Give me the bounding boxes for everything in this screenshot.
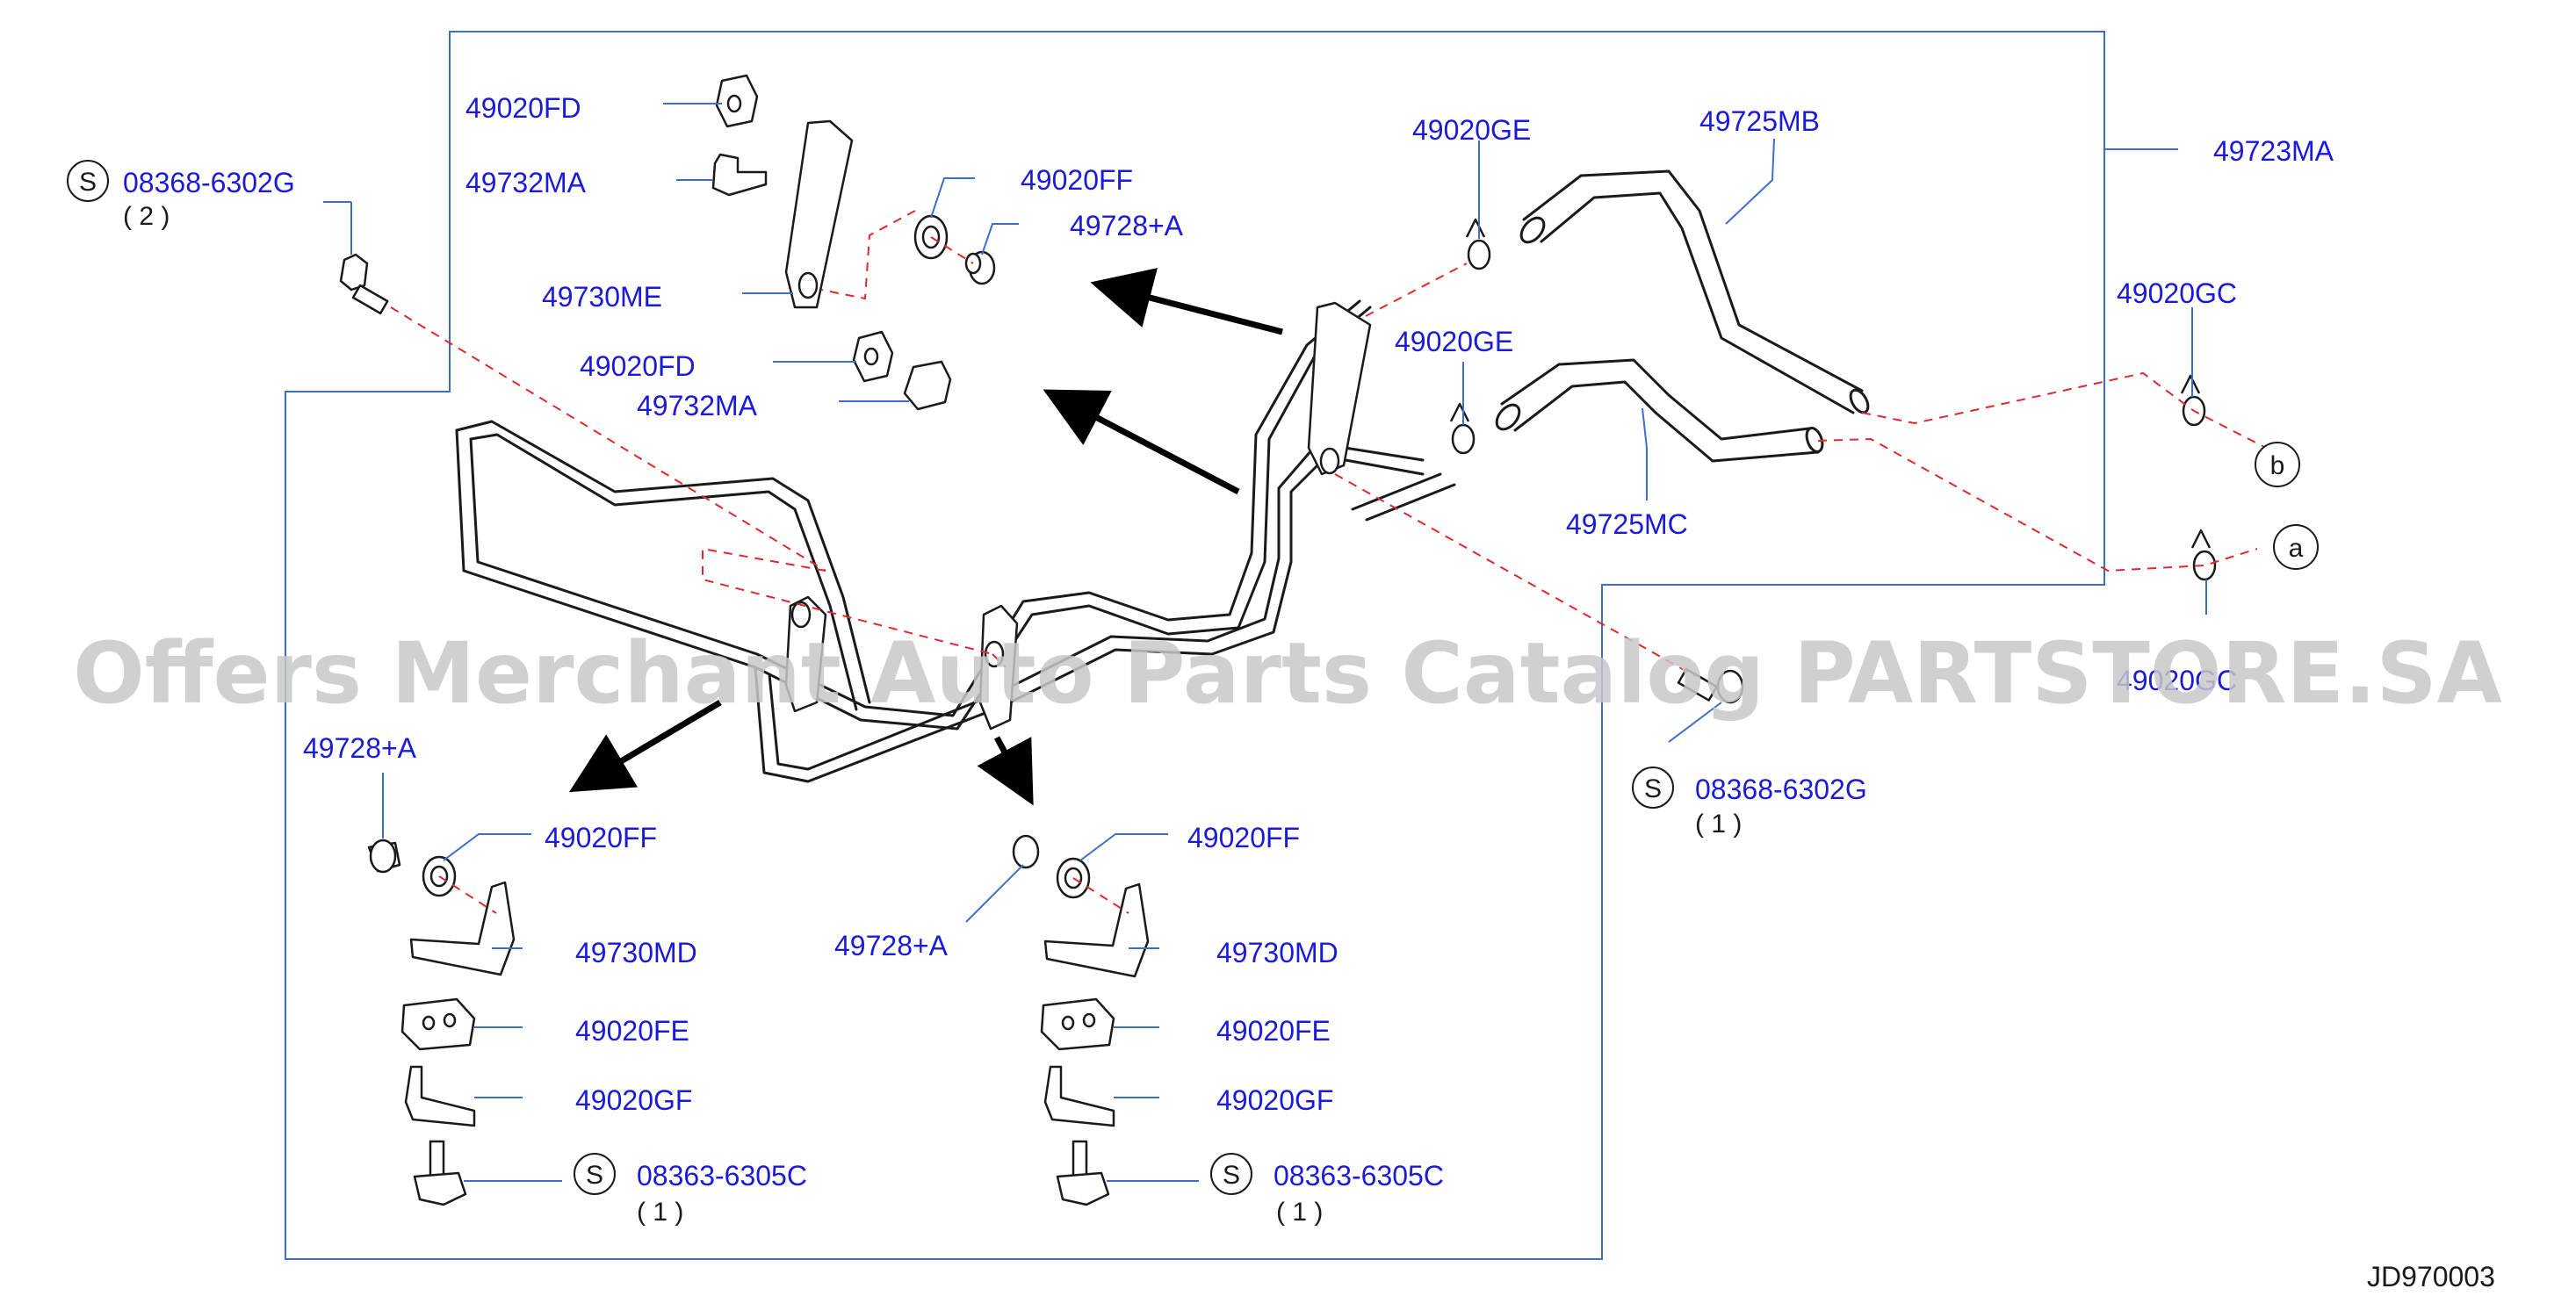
connector-letter-a: a (2289, 534, 2304, 563)
oil-cooler-tube (455, 299, 1456, 783)
hose-49725MC (1495, 358, 1824, 463)
label-08368-6302G-right[interactable]: 08368-6302G (1695, 774, 1867, 805)
label-49730MD-right[interactable]: 49730MD (1216, 937, 1339, 968)
connector-circle-a (2273, 524, 2319, 570)
part-labels: 49020FD 49732MA 49730ME 49020FF 49728+A … (123, 92, 2334, 1191)
standard-part-symbol-4: S (1223, 1161, 1240, 1190)
standard-part-circle-1 (67, 160, 109, 202)
connector-circle-b (2255, 442, 2300, 487)
standard-part-circle-4 (1210, 1153, 1252, 1195)
label-49020GC-top[interactable]: 49020GC (2117, 277, 2237, 309)
standard-part-circle-3 (574, 1153, 616, 1195)
connection-lines (390, 210, 2267, 914)
label-49020GE-top[interactable]: 49020GE (1412, 114, 1531, 146)
qty-08368-left: ( 2 ) (123, 202, 170, 231)
label-49728A-top[interactable]: 49728+A (1070, 210, 1184, 241)
label-49728A-right[interactable]: 49728+A (834, 930, 949, 961)
connector-letter-b: b (2270, 451, 2285, 480)
label-49725MB[interactable]: 49725MB (1699, 105, 1820, 137)
symbol-letters: S S S S b a (79, 168, 2304, 1190)
label-49020FF-right[interactable]: 49020FF (1187, 822, 1300, 853)
label-49020GF-right[interactable]: 49020GF (1216, 1084, 1333, 1116)
watermark: Offers Merchant Auto Parts Catalog PARTS… (73, 624, 2502, 723)
label-49020FF-top[interactable]: 49020FF (1021, 164, 1133, 196)
quantity-labels: ( 2 ) ( 1 ) ( 1 ) ( 1 ) (123, 202, 1742, 1227)
label-49725MC[interactable]: 49725MC (1566, 508, 1688, 540)
label-49020GC-lower[interactable]: 49020GC (2117, 665, 2237, 696)
qty-08363-left: ( 1 ) (637, 1198, 683, 1227)
label-49020GE-lower[interactable]: 49020GE (1395, 326, 1513, 357)
standard-part-symbol-1: S (79, 168, 97, 197)
standard-part-symbol-3: S (586, 1161, 603, 1190)
label-49730ME[interactable]: 49730ME (542, 281, 662, 313)
label-49020GF-left[interactable]: 49020GF (575, 1084, 692, 1116)
label-49020FD-lower[interactable]: 49020FD (580, 350, 696, 382)
label-49730MD-left[interactable]: 49730MD (575, 937, 697, 968)
diagram-code: JD970003 (2367, 1261, 2495, 1292)
label-49020FE-left[interactable]: 49020FE (575, 1015, 689, 1047)
label-49020FF-left[interactable]: 49020FF (545, 822, 657, 853)
leader-lines (323, 103, 2207, 1182)
symbol-circles (67, 160, 2319, 1195)
label-49732MA-lower[interactable]: 49732MA (637, 390, 758, 421)
label-08363-6305C-right[interactable]: 08363-6305C (1274, 1160, 1444, 1191)
assembly-frame (285, 31, 2105, 1260)
label-08368-6302G-left[interactable]: 08368-6302G (123, 167, 295, 198)
direction-arrows (568, 268, 1283, 806)
label-49732MA-top[interactable]: 49732MA (465, 167, 587, 198)
label-49020FE-right[interactable]: 49020FE (1216, 1015, 1331, 1047)
standard-part-symbol-2: S (1644, 774, 1662, 803)
part-shapes (339, 74, 2217, 1206)
label-08363-6305C-left[interactable]: 08363-6305C (637, 1160, 807, 1191)
label-49728A-left[interactable]: 49728+A (303, 732, 417, 764)
label-49020FD-top[interactable]: 49020FD (465, 92, 581, 124)
qty-08363-right: ( 1 ) (1276, 1198, 1323, 1227)
hose-49725MB (1519, 169, 1870, 414)
qty-08368-right: ( 1 ) (1695, 810, 1742, 839)
standard-part-circle-2 (1632, 767, 1674, 809)
label-49723MA[interactable]: 49723MA (2213, 135, 2334, 167)
